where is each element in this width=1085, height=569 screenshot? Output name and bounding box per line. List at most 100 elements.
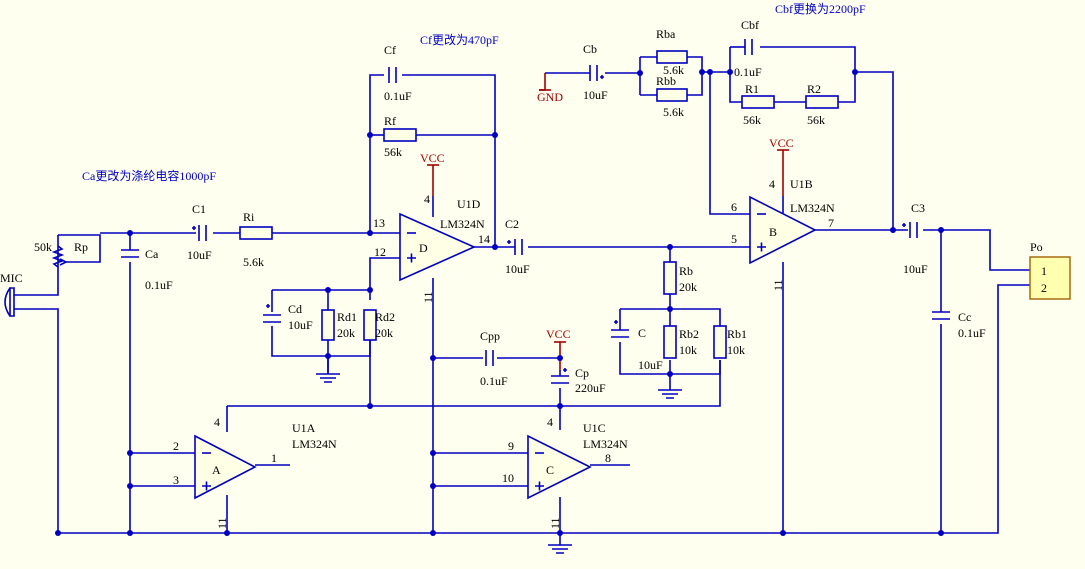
opamp-u1c-pin-noninv: 10 — [502, 471, 514, 485]
cf-value: 0.1uF — [384, 89, 412, 103]
c3-ref: C3 — [911, 201, 925, 215]
rf-ref: Rf — [384, 114, 396, 128]
c-ref: C — [638, 326, 646, 340]
opamp-u1a-pin-noninv: 3 — [173, 473, 179, 487]
rb1-value: 10k — [727, 343, 745, 357]
opamp-u1d-pin-inv: 13 — [373, 216, 385, 230]
rb1-ref: Rb1 — [727, 327, 747, 341]
rb-ref: Rb — [679, 264, 693, 278]
c3-value: 10uF — [903, 262, 928, 276]
cc-ref: Cc — [958, 310, 971, 324]
opamp-u1a-pin-gnd: 11 — [215, 517, 229, 529]
vcc-label-cp: VCC — [546, 327, 571, 341]
opamp-u1a-letter: A — [212, 463, 221, 477]
rb2-value: 10k — [679, 343, 697, 357]
cf-ref: Cf — [384, 43, 396, 57]
opamp-u1d-pin-vcc: 4 — [424, 192, 430, 206]
cpp-value: 0.1uF — [480, 374, 508, 388]
rd1-value: 20k — [337, 326, 355, 340]
opamp-u1a-pin-inv: 2 — [173, 439, 179, 453]
opamp-u1b-pin-noninv: 5 — [731, 232, 737, 246]
c2-ref: C2 — [505, 217, 519, 231]
ca-value: 0.1uF — [145, 278, 173, 292]
note-cf-change: Cf更改为470pF — [420, 33, 499, 47]
junction-dots — [55, 69, 944, 536]
opamp-u1a[interactable]: A U1A LM324N 2 3 1 4 11 — [173, 415, 337, 529]
opamp-u1b-pin-vcc: 4 — [769, 177, 775, 191]
rp-value: 50k — [34, 240, 52, 254]
gnd-label: GND — [537, 90, 563, 104]
cbf-value: 0.1uF — [734, 65, 762, 79]
vcc-label-u1d: VCC — [420, 151, 445, 165]
power-labels: VCC VCC VCC GND — [420, 90, 794, 341]
opamp-u1d-ref: U1D — [457, 197, 481, 211]
opamp-u1d-part: LM324N — [440, 217, 485, 231]
r1-ref: R1 — [745, 82, 759, 96]
ground-symbols — [316, 356, 682, 554]
cc-value: 0.1uF — [958, 326, 986, 340]
r2-value: 56k — [807, 113, 825, 127]
opamp-u1c-pin-vcc: 4 — [547, 415, 553, 429]
rba-value: 5.6k — [663, 63, 684, 77]
opamp-u1a-pin-out: 1 — [271, 451, 277, 465]
rp-ref: Rp — [74, 240, 88, 254]
opamp-u1c-pin-inv: 9 — [508, 439, 514, 453]
opamp-u1c-pin-out: 8 — [605, 451, 611, 465]
opamp-u1b-pin-out: 7 — [828, 216, 834, 230]
connector-po-pin2: 2 — [1041, 281, 1047, 295]
opamp-u1b-letter: B — [769, 225, 777, 239]
opamp-u1d[interactable]: D U1D LM324N 13 12 14 4 11 — [373, 192, 490, 303]
cpp-ref: Cpp — [480, 329, 500, 343]
rba-ref: Rba — [656, 27, 676, 41]
opamp-u1c-part: LM324N — [583, 437, 628, 451]
power-wires — [432, 73, 784, 370]
wires — [14, 46, 1030, 545]
c1-ref: C1 — [192, 202, 206, 216]
connector-po-pin1: 1 — [1041, 264, 1047, 278]
opamp-u1c-letter: C — [546, 463, 554, 477]
opamp-u1c[interactable]: C U1C LM324N 9 10 8 4 11 — [502, 415, 628, 529]
opamp-u1d-pin-gnd: 11 — [421, 291, 435, 303]
r2-ref: R2 — [807, 82, 821, 96]
opamp-u1a-part: LM324N — [292, 437, 337, 451]
rbb-ref: Rbb — [656, 74, 676, 88]
potentiometer-rp[interactable] — [51, 245, 67, 268]
opamp-u1b[interactable]: B U1B LM324N 6 5 7 4 11 — [731, 177, 835, 291]
cd-value: 10uF — [288, 318, 313, 332]
c-value: 10uF — [638, 358, 663, 372]
rd1-ref: Rd1 — [337, 310, 357, 324]
cp-ref: Cp — [575, 366, 589, 380]
ca-ref: Ca — [145, 247, 159, 261]
opamp-u1b-pin-inv: 6 — [731, 200, 737, 214]
r1-value: 56k — [743, 113, 761, 127]
cd-ref: Cd — [288, 302, 302, 316]
rd2-ref: Rd2 — [375, 310, 395, 324]
cbf-ref: Cbf — [741, 18, 759, 32]
annotation-notes: Cf更改为470pF Cbf更换为2200pF Ca更改为涤纶电容1000pF — [82, 2, 866, 183]
resistor-bodies — [239, 50, 839, 359]
rb2-ref: Rb2 — [679, 327, 699, 341]
rf-value: 56k — [384, 145, 402, 159]
opamp-u1a-ref: U1A — [292, 421, 316, 435]
cb-ref: Cb — [583, 42, 597, 56]
c2-value: 10uF — [505, 262, 530, 276]
opamp-u1d-pin-out: 14 — [478, 232, 490, 246]
opamp-u1d-letter: D — [419, 241, 428, 255]
vcc-symbols — [427, 149, 789, 343]
connector-po-ref: Po — [1030, 240, 1043, 254]
ri-ref: Ri — [243, 210, 255, 224]
rbb-value: 5.6k — [663, 105, 684, 119]
note-cbf-change: Cbf更换为2200pF — [775, 2, 866, 16]
opamp-u1a-pin-vcc: 4 — [214, 415, 220, 429]
cb-value: 10uF — [583, 88, 608, 102]
opamp-u1d-pin-noninv: 12 — [374, 245, 386, 259]
cp-value: 220uF — [575, 381, 606, 395]
connector-po[interactable]: Po 1 2 — [1029, 240, 1071, 300]
opamp-u1c-ref: U1C — [583, 421, 606, 435]
microphone-icon[interactable] — [4, 287, 15, 317]
vcc-label-u1b: VCC — [769, 136, 794, 150]
opamp-u1c-pin-gnd: 11 — [548, 517, 562, 529]
mic-ref: MIC — [0, 271, 23, 285]
part-labels: MIC 50k Rp Ca 0.1uF C1 10uF Ri 5.6k Cf 0… — [0, 18, 986, 395]
